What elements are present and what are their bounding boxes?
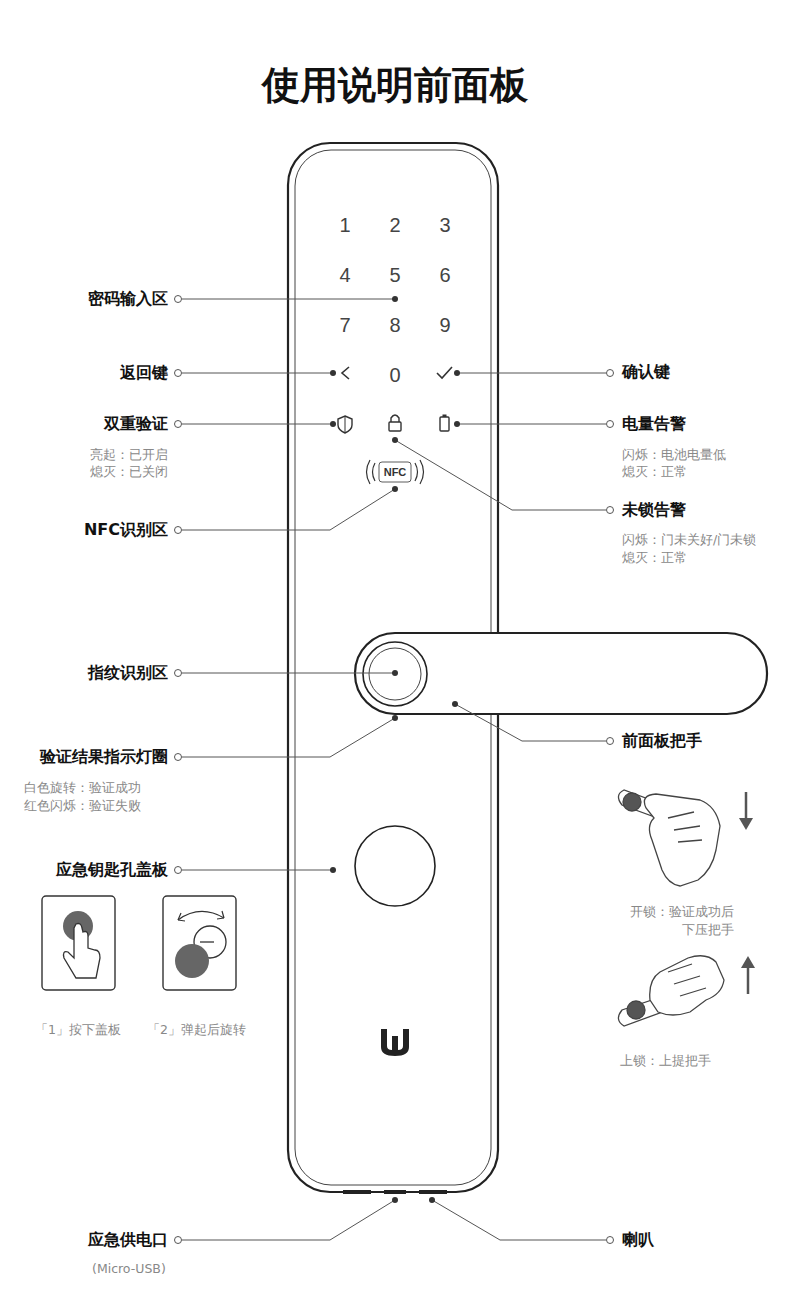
lock-icon: [389, 422, 401, 431]
callout-label: 双重验证: [104, 414, 168, 435]
usb-port: [384, 1190, 406, 1194]
press-icon: [42, 896, 115, 990]
step-caption: 「1」按下盖板: [35, 1022, 121, 1039]
key-digit: 7: [339, 314, 350, 337]
battery-icon: [443, 415, 447, 418]
usage-note: 上锁：上提把手: [620, 1053, 711, 1070]
keyhole-cover: [355, 826, 435, 906]
callout-label: 指纹识别区: [88, 663, 168, 684]
usage-note: 开锁：验证成功后 下压把手: [620, 903, 734, 939]
callout-label: 验证结果指示灯圈: [40, 747, 168, 768]
shield-icon: [345, 416, 346, 433]
lock-icon: [391, 415, 399, 422]
lift-up-arrow: [747, 964, 750, 994]
mi-logo: [381, 1029, 409, 1056]
handle: [355, 633, 767, 714]
rotate-arrow: [178, 911, 224, 920]
step-caption: 「2」弹起后旋转: [147, 1022, 246, 1039]
status-note: 闪烁：门未关好/门未锁: [622, 532, 756, 549]
shield-icon: [338, 416, 352, 433]
nfc-badge: [379, 462, 411, 482]
rotate-arrow: [178, 911, 224, 921]
key-digit: 8: [389, 314, 400, 337]
port-type: (Micro-USB): [92, 1261, 166, 1276]
callout-label: 密码输入区: [88, 289, 168, 310]
callout-label: 喇叭: [622, 1230, 654, 1251]
leader-ends: [175, 296, 614, 1244]
lock-illustration: [618, 956, 724, 1026]
callout-label: 应急供电口: [88, 1230, 168, 1251]
callout-label: 未锁告警: [622, 500, 686, 521]
speaker-slot: [419, 1190, 447, 1194]
callout-label: 电量告警: [622, 414, 686, 435]
key-digit: 4: [339, 264, 350, 287]
key-digit: 0: [389, 364, 400, 387]
lift-up-arrow: [741, 956, 755, 968]
press-down-arrow: [745, 792, 748, 822]
fingerprint-ring: [363, 642, 427, 706]
status-note: 熄灭：已关闭: [90, 464, 168, 481]
back-key: [342, 367, 349, 379]
key-digit: 5: [389, 264, 400, 287]
callout-label: 确认键: [622, 362, 670, 383]
rotate-icon: [163, 896, 236, 990]
status-note: 闪烁：电池电量低: [622, 447, 726, 464]
key-digit: 2: [389, 214, 400, 237]
callout-label: 前面板把手: [622, 731, 702, 752]
status-note: 红色闪烁：验证失败: [24, 798, 141, 815]
key-digit: 1: [339, 214, 350, 237]
status-note: 亮起：已开启: [90, 447, 168, 464]
battery-icon: [440, 417, 449, 431]
confirm-key: [437, 367, 452, 378]
rotate-icon: [175, 944, 209, 978]
rotate-icon: [200, 941, 214, 942]
status-note: 白色旋转：验证成功: [24, 780, 141, 797]
key-digit: 9: [439, 314, 450, 337]
callout-label: 应急钥匙孔盖板: [56, 860, 168, 881]
press-down-arrow: [739, 818, 753, 830]
status-note: 熄灭：正常: [622, 550, 687, 567]
key-digit: 3: [439, 214, 450, 237]
key-digit: 6: [439, 264, 450, 287]
fingerprint-sensor: [369, 648, 421, 700]
leader-lines: [182, 299, 606, 1240]
leader-dots: [330, 296, 460, 1203]
status-note: 熄灭：正常: [622, 464, 687, 481]
callout-label: 返回键: [120, 363, 168, 384]
unlock-illustration: [618, 790, 720, 886]
page-title: 使用说明前面板: [262, 60, 528, 111]
speaker-slot: [343, 1190, 371, 1194]
callout-label: NFC识别区: [84, 520, 168, 541]
press-icon: [64, 924, 101, 979]
nfc-arcs: [367, 460, 376, 484]
nfc-arcs: [415, 460, 424, 484]
nfc-mark: NFC: [384, 466, 407, 478]
